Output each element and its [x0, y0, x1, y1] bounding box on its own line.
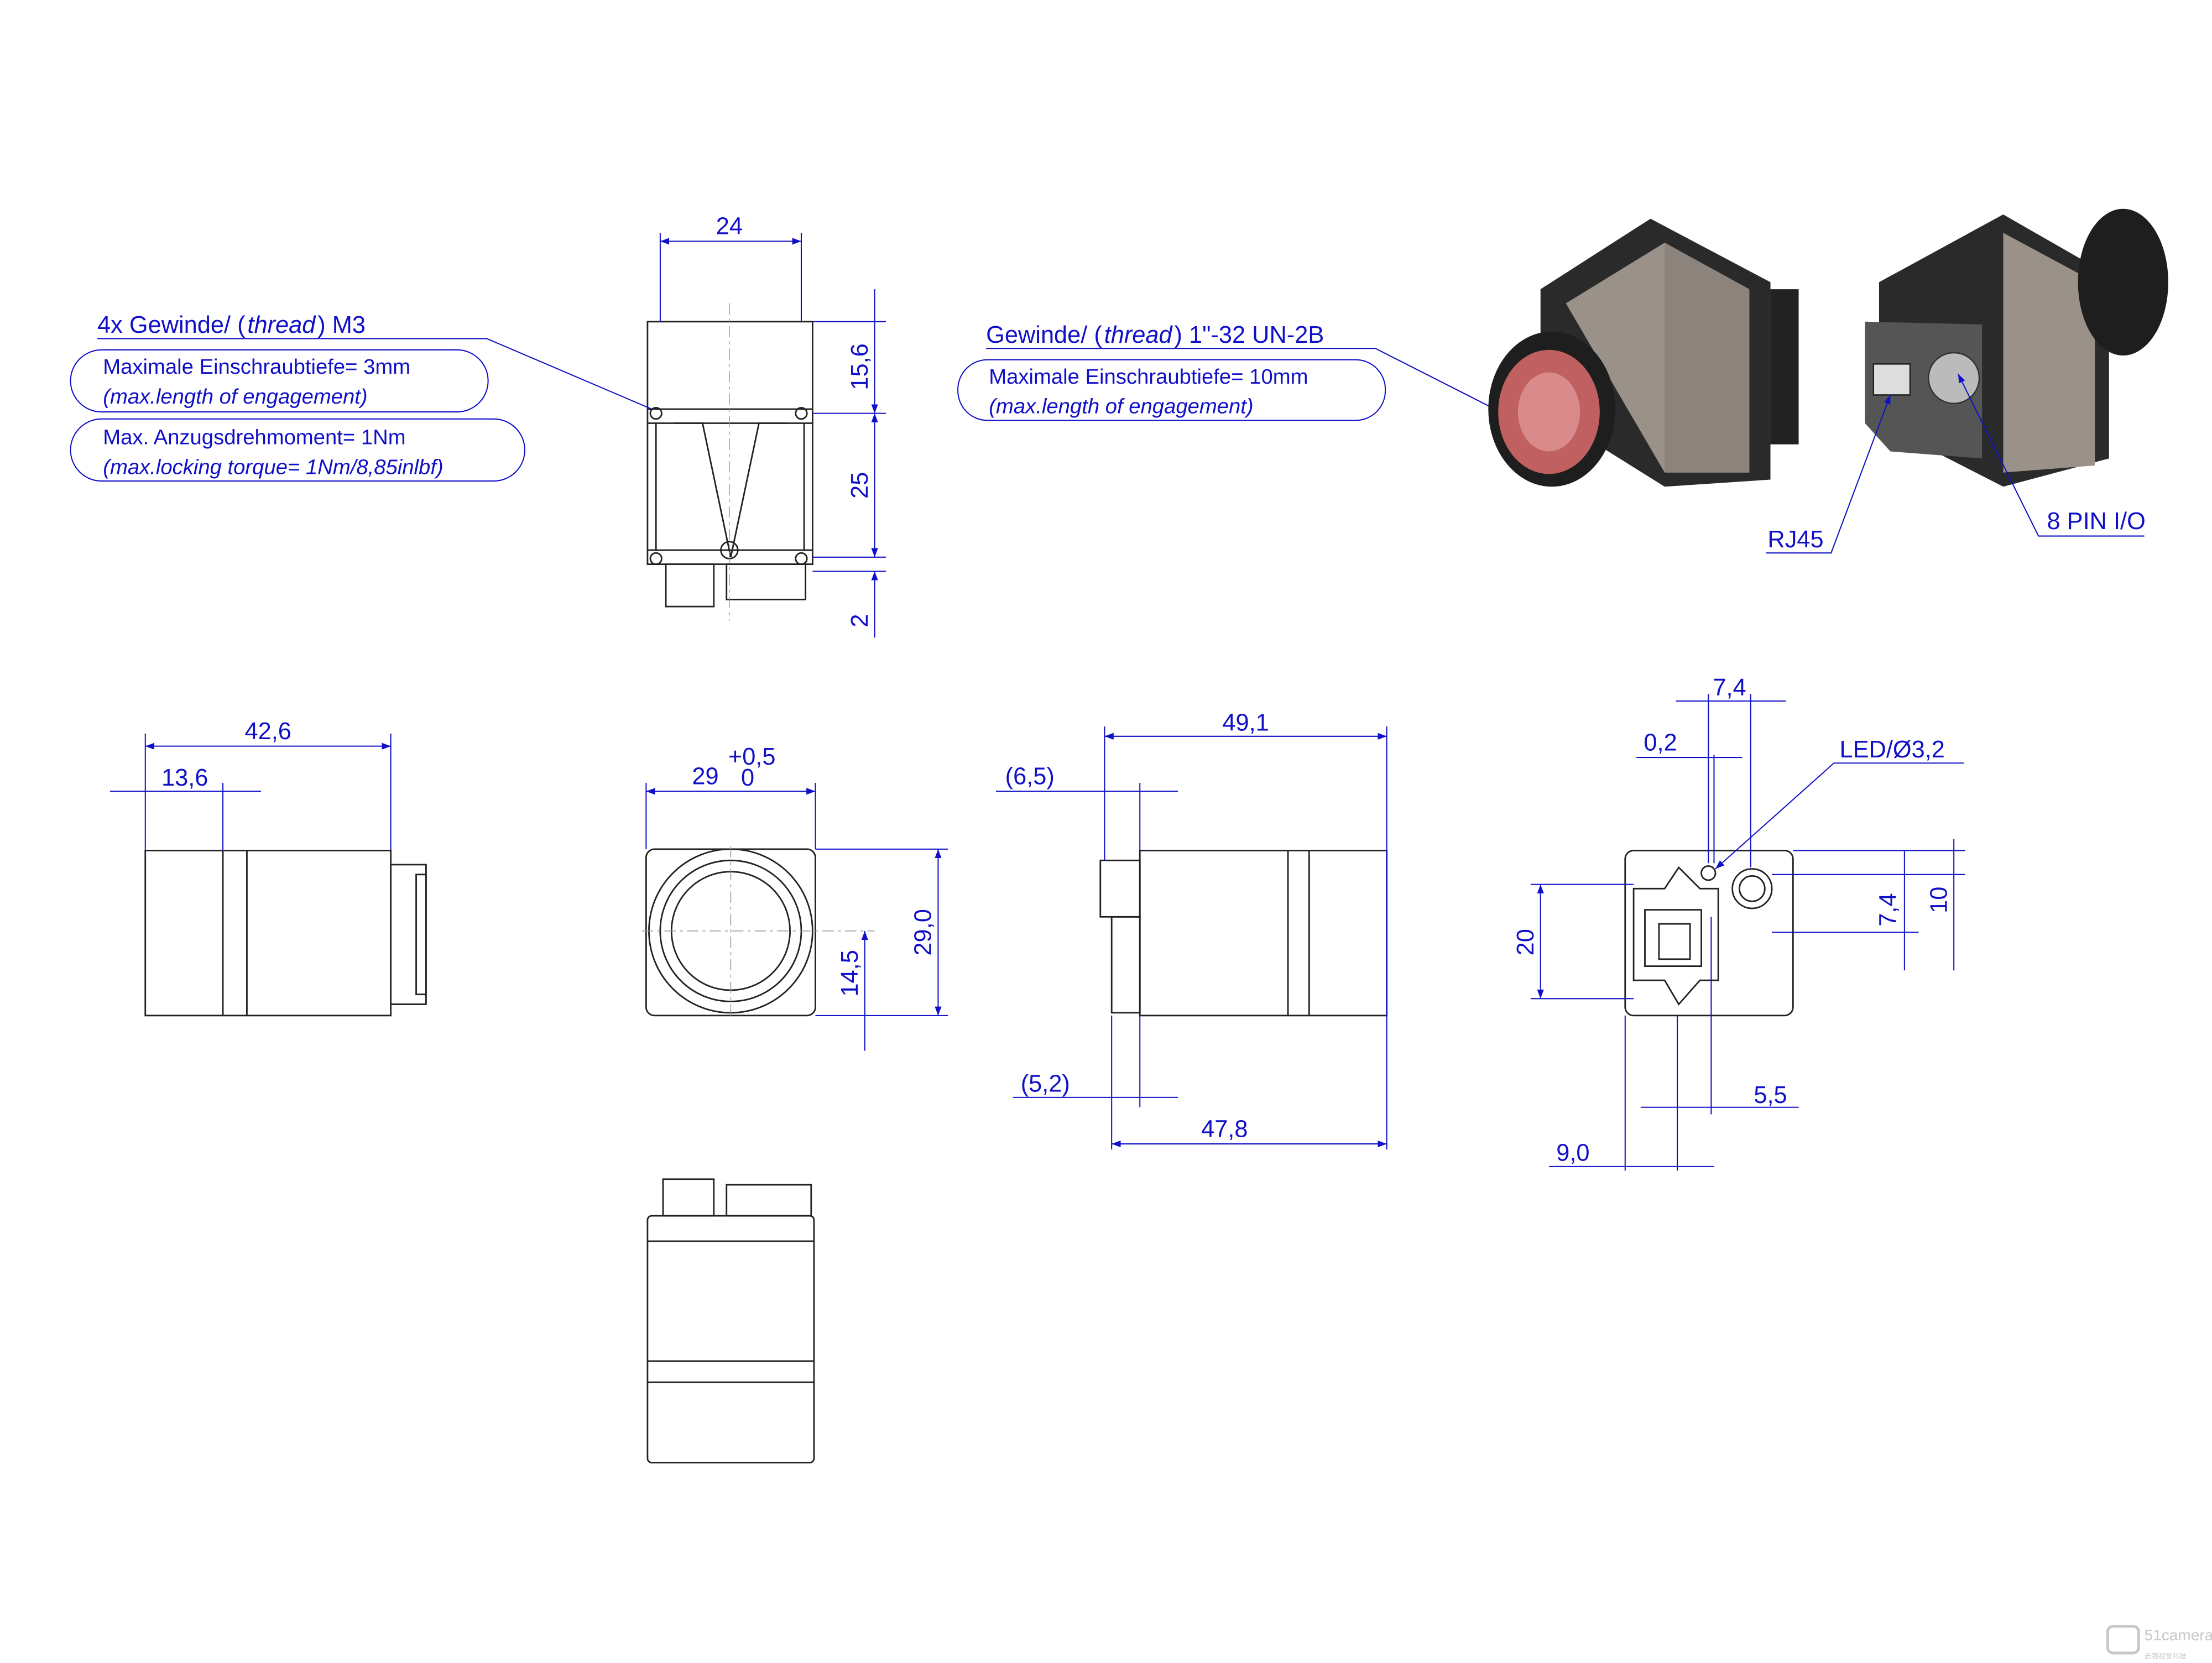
dim-led-gap: 0,2	[1644, 729, 1677, 756]
dim-rj-height: 20	[1512, 929, 1539, 955]
thread-lens-title-a: Gewinde/ (	[986, 322, 1102, 348]
tol-upper: +0,5	[728, 744, 776, 770]
top-view: 24 15,6 25 2	[646, 213, 886, 638]
watermark-sub: 志强视觉科技	[2145, 1652, 2187, 1660]
dim-front-center: 14,5	[837, 950, 863, 996]
dim-right-overall: 49,1	[1222, 710, 1269, 736]
camera-iso-front-render	[1488, 218, 1799, 487]
dim-top-width: 24	[716, 213, 743, 240]
label-led: LED/Ø3,2	[1840, 736, 1945, 763]
dim-top-h3: 2	[847, 614, 873, 627]
right-view: 49,1 (6,5) (5,2) 47,8	[996, 710, 1388, 1150]
thread-m3-callout: 4x Gewinde/ ( thread ) M3 Maximale Einsc…	[70, 312, 652, 482]
watermark-logo: 51camera 志强视觉科技	[2106, 1624, 2212, 1660]
thread-m3-depth: Maximale Einschraubtiefe= 3mm	[103, 355, 410, 379]
dim-top-h2: 25	[847, 472, 873, 499]
bottom-view	[646, 1178, 815, 1463]
thread-m3-torque-en: (max.locking torque= 1Nm/8,85inlbf)	[103, 455, 443, 479]
thread-lens-title-b: thread	[1104, 322, 1173, 348]
thread-m3-torque: Max. Anzugsdrehmoment= 1Nm	[103, 426, 405, 449]
dim-io-vertical: 7,4	[1875, 893, 1902, 926]
thread-lens-callout: Gewinde/ ( thread ) 1"-32 UN-2B Maximale…	[957, 322, 1557, 441]
thread-lens-depth-en: (max.length of engagement)	[989, 395, 1253, 419]
dim-right-conn2: (5,2)	[1021, 1071, 1070, 1097]
dim-io-x: 5,5	[1754, 1082, 1787, 1108]
thread-m3-depth-en: (max.length of engagement)	[103, 385, 367, 409]
dim-right-body: 47,8	[1201, 1116, 1248, 1142]
thread-m3-title-a: 4x Gewinde/ (	[97, 312, 246, 338]
thread-lens-title-c: ) 1"-32 UN-2B	[1174, 322, 1324, 348]
dim-front-height: 29,0	[910, 909, 937, 955]
dim-led-offset: 7,4	[1713, 674, 1746, 701]
watermark-brand: 51camera	[2145, 1627, 2212, 1644]
dim-side-front: 13,6	[161, 765, 208, 791]
dim-right-conn: (6,5)	[1005, 763, 1055, 790]
thread-lens-depth: Maximale Einschraubtiefe= 10mm	[989, 365, 1308, 389]
thread-m3-title-b: thread	[247, 312, 316, 338]
front-view: 29 +0,5 0 29,0 14,5	[641, 744, 948, 1051]
thread-m3-title-c: ) M3	[317, 312, 366, 338]
camera-iso-back-render: RJ45 8 PIN I/O	[1766, 208, 2168, 554]
label-rj45: RJ45	[1767, 526, 1823, 553]
dim-io-height: 10	[1926, 887, 1952, 913]
dim-top-h1: 15,6	[847, 343, 873, 390]
dim-side-overall: 42,6	[244, 718, 291, 745]
tol-lower: 0	[741, 765, 754, 791]
dim-front-width: 29	[692, 763, 718, 790]
side-view: 42,6 13,6	[109, 718, 427, 1017]
back-view: 7,4 0,2 LED/Ø3,2 20 7,4 10 5,5 9,0	[1512, 674, 1965, 1171]
label-8pin-io: 8 PIN I/O	[2047, 508, 2146, 535]
dim-rj-x: 9,0	[1556, 1140, 1589, 1167]
